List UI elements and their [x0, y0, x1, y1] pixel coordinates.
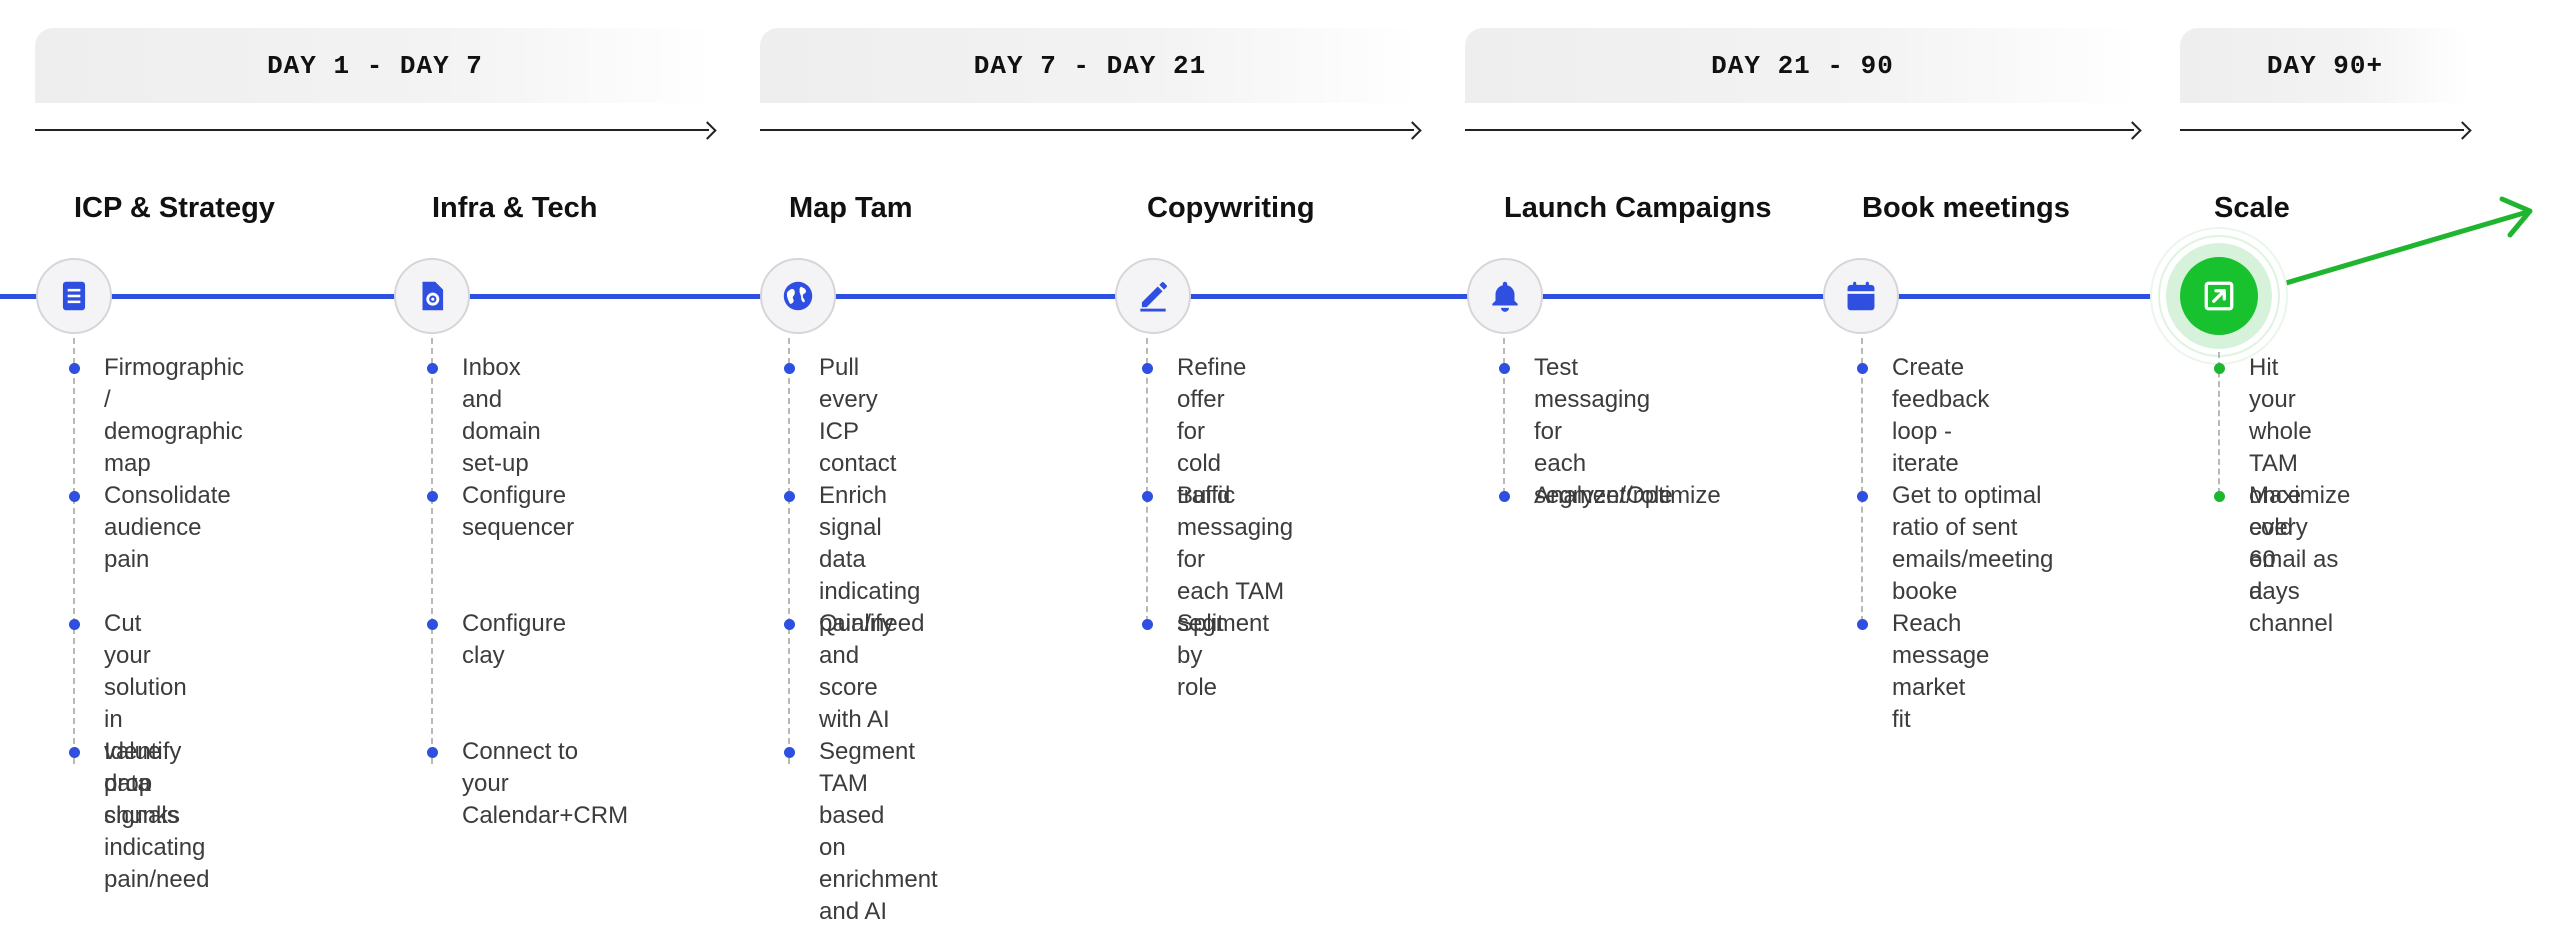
stage-node-scale [2166, 243, 2272, 349]
stage-title-launch-campaigns: Launch Campaigns [1504, 192, 1772, 224]
stage-title-book-meetings: Book meetings [1862, 192, 2070, 224]
stage-node-icp-strategy [36, 258, 112, 334]
stage-title-scale: Scale [2214, 192, 2290, 224]
phase-header-box [2180, 28, 2470, 103]
timeline-line [0, 294, 2190, 299]
stage-connector [431, 338, 433, 764]
phase-day-90-plus: DAY 90+ [2180, 28, 2472, 140]
phase-day-7-21: DAY 7 - DAY 21 [760, 28, 1422, 140]
settings-file-icon [422, 281, 444, 311]
phase-day-21-90: DAY 21 - 90 [1465, 28, 2142, 140]
calendar-icon [1847, 281, 1875, 311]
phase-arrow [2180, 121, 2472, 140]
stage-connector [2218, 352, 2220, 494]
phase-arrow [35, 121, 717, 140]
phase-arrow [760, 121, 1422, 140]
stage-title-copywriting: Copywriting [1147, 192, 1315, 224]
stage-connector [1861, 338, 1863, 622]
stage-connector [1146, 338, 1148, 622]
stage-node-copywriting [1115, 258, 1191, 334]
stage-node-infra-tech [394, 258, 470, 334]
phase-label: DAY 90+ [2266, 51, 2384, 81]
phase-label: DAY 21 - 90 [1711, 51, 1894, 81]
phase-label: DAY 1 - DAY 7 [267, 51, 483, 81]
growth-arrow-icon [2249, 196, 2533, 296]
phase-header-box [35, 28, 715, 103]
pencil-icon [1140, 282, 1167, 312]
phase-arrow [1465, 121, 2142, 140]
globe-icon [783, 281, 813, 311]
phase-header-box [760, 28, 1420, 103]
external-arrow-icon [2204, 281, 2234, 311]
stage-connector [1503, 338, 1505, 494]
stage-connector [788, 338, 790, 764]
document-icon [62, 281, 86, 311]
stage-node-book-meetings [1823, 258, 1899, 334]
stage-title-icp-strategy: ICP & Strategy [74, 192, 275, 224]
phase-label: DAY 7 - DAY 21 [973, 51, 1207, 81]
stage-connector [73, 338, 75, 764]
phase-day-1-7: DAY 1 - DAY 7 [35, 28, 717, 140]
bell-icon [1492, 281, 1518, 312]
phase-header-box [1465, 28, 2140, 103]
stage-title-map-tam: Map Tam [789, 192, 913, 224]
stage-title-infra-tech: Infra & Tech [432, 192, 598, 224]
stage-node-launch-campaigns [1467, 258, 1543, 334]
stage-node-map-tam [760, 258, 836, 334]
